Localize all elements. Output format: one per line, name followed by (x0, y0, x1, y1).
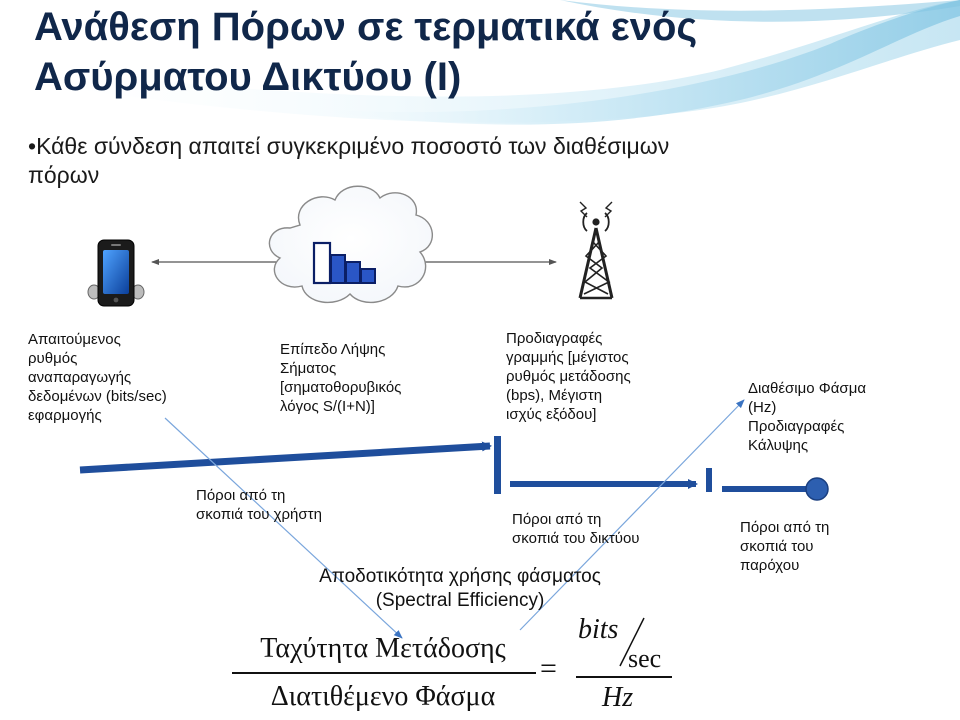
radio-tower-icon (578, 201, 614, 300)
formula-bits: bits (578, 614, 619, 645)
user-resource-arrow (79, 441, 492, 474)
formula-hz: Hz (602, 682, 634, 713)
label-provider-resources: Πόροι από τη σκοπιά του παρόχου (740, 519, 830, 574)
header-ribbon-decoration (0, 0, 960, 125)
slide-title: Ανάθεση Πόρων σε τερματικά ενός Ασύρματο… (34, 2, 914, 102)
formula-slash (619, 617, 645, 667)
rate-to-formula-arrow (164, 417, 403, 639)
label-app-rate: Απαιτούμενος ρυθμός αναπαραγωγής δεδομέν… (28, 331, 167, 424)
bullet-text: •Κάθε σύνδεση απαιτεί συγκεκριμένο ποσοσ… (28, 132, 828, 190)
cloud-icon (268, 185, 434, 304)
title-line-1: Ανάθεση Πόρων σε τερματικά ενός (34, 5, 698, 49)
provider-endpoint-circle (805, 477, 829, 501)
spectrum-to-formula-arrow (519, 399, 745, 631)
formula-sec: sec (628, 644, 662, 673)
bullet-marker: • (28, 133, 37, 159)
formula-fraction-line (232, 672, 536, 674)
network-provider-bar (706, 468, 712, 492)
title-line-2: Ασύρματου Δικτύου (Ι) (34, 55, 462, 99)
bullet-line-1: Κάθε σύνδεση απαιτεί συγκεκριμένο ποσοστ… (36, 133, 670, 159)
user-network-bar (494, 436, 501, 494)
signal-bars-icon (312, 241, 376, 285)
formula-numerator: Ταχύτητα Μετάδοσης (260, 633, 506, 664)
formula-denominator: Διατιθέμενο Φάσμα (270, 681, 496, 712)
formula-right-fraction-line (576, 676, 672, 678)
mobile-phone-icon (87, 239, 145, 307)
formula-equals: = (540, 652, 557, 685)
label-user-resources: Πόροι από τη σκοπιά του χρήστη (196, 487, 322, 523)
spectral-efficiency-caption: Αποδοτικότητα χρήσης φάσματος (Spectral … (319, 566, 601, 611)
label-spectrum: Διαθέσιμο Φάσμα (Hz) Προδιαγραφές Κάλυψη… (748, 380, 867, 454)
label-signal-level: Επίπεδο Λήψης Σήματος [σηματοθορυβικός λ… (280, 341, 402, 415)
label-line-specs: Προδιαγραφές γραμμής [μέγιστος ρυθμός με… (506, 330, 631, 423)
bullet-line-2: πόρων (28, 162, 100, 188)
label-network-resources: Πόροι από τη σκοπιά του δικτύου (512, 511, 640, 547)
